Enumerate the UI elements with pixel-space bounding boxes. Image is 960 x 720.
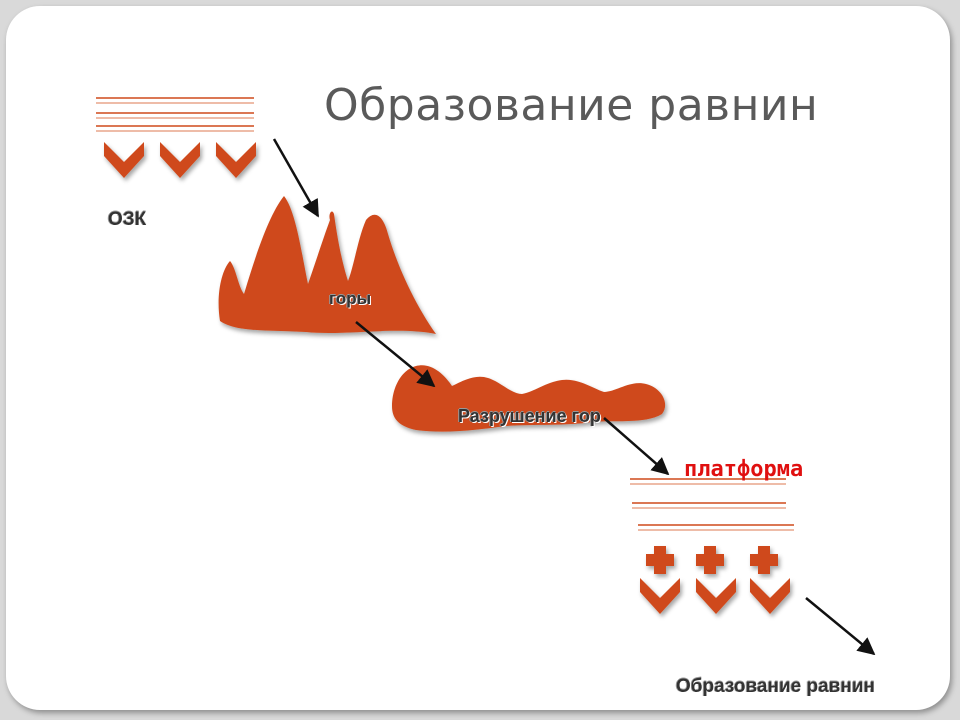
slide: Образование равнин ОЗК горы Разрушение г… — [6, 6, 950, 710]
label-mountains: горы — [329, 289, 372, 308]
platform-chevron-icons — [640, 578, 790, 614]
ozk-strata-lines — [96, 97, 254, 132]
platform-strata-lines — [630, 478, 794, 531]
plus-icons — [646, 546, 778, 574]
eroded-mountains-shape — [392, 365, 666, 432]
mountains-shape — [218, 196, 436, 334]
label-ozk: ОЗК — [108, 209, 147, 230]
label-plains-result: Образование равнин — [676, 676, 875, 697]
arrow-ozk-to-mountains — [272, 138, 320, 218]
arrow-mountains-to-erosion — [355, 321, 436, 388]
page-title: Образование равнин — [324, 80, 819, 131]
flow-arrows — [272, 138, 876, 656]
ozk-chevron-icons — [104, 142, 256, 178]
arrow-platform-to-plains — [805, 597, 876, 656]
diagram-graphics — [96, 97, 876, 656]
label-platform: платформа — [684, 457, 804, 482]
label-erosion: Разрушение гор — [458, 406, 601, 426]
arrow-erosion-to-platform — [603, 417, 670, 476]
